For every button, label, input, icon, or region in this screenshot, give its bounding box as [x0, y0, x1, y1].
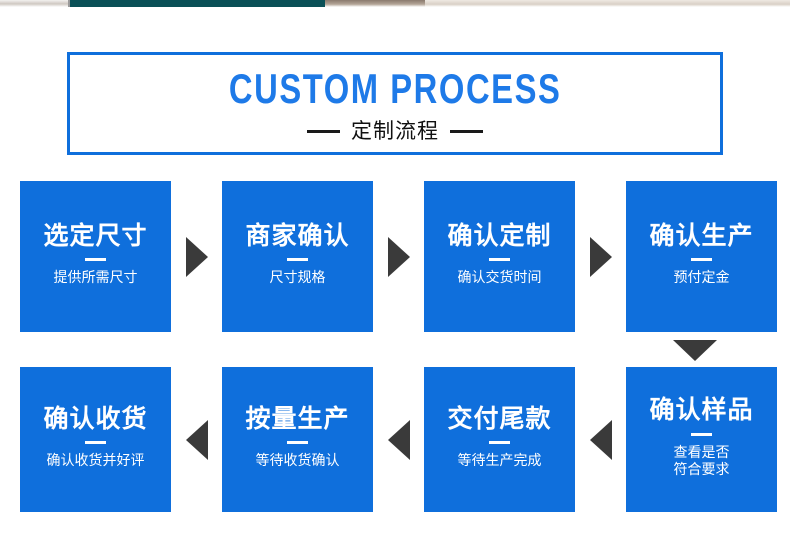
- row1-left-spacer: [0, 181, 20, 332]
- strip-segment-teal: [70, 0, 325, 7]
- page-title-english: CUSTOM PROCESS: [228, 64, 562, 112]
- process-row-1: 选定尺寸 提供所需尺寸 商家确认 尺寸规格 确认定制 确认交货时间 确认生产 预…: [0, 181, 790, 332]
- step-divider: [287, 441, 308, 445]
- arrow-gap-5: [575, 367, 626, 512]
- strip-segment-brown: [325, 0, 425, 7]
- step-description: 预付定金: [673, 270, 730, 287]
- arrow-right-icon: [185, 236, 208, 277]
- strip-segment-divider: [68, 0, 70, 7]
- step-divider: [85, 258, 106, 262]
- step-title: 商家确认: [245, 221, 350, 251]
- arrow-gap-6: [373, 367, 424, 512]
- process-step-5[interactable]: 确认样品 查看是否 符合要求: [626, 367, 777, 512]
- step-divider: [489, 441, 510, 445]
- step-title: 确认收货: [43, 404, 148, 434]
- row-connector: [619, 336, 770, 364]
- row2-left-spacer: [0, 367, 20, 512]
- process-step-2[interactable]: 商家确认 尺寸规格: [222, 181, 373, 332]
- process-step-1[interactable]: 选定尺寸 提供所需尺寸: [20, 181, 171, 332]
- step-title: 确认生产: [649, 221, 754, 251]
- step-description: 等待收货确认: [255, 453, 340, 470]
- step-description: 查看是否 符合要求: [673, 444, 730, 479]
- step-divider: [691, 258, 712, 262]
- arrow-left-icon: [387, 419, 410, 460]
- subtitle-row: 定制流程: [307, 118, 483, 143]
- arrow-gap-3: [575, 181, 626, 332]
- step-divider: [85, 441, 106, 445]
- arrow-down-icon: [672, 339, 717, 361]
- arrow-gap-2: [373, 181, 424, 332]
- process-step-3[interactable]: 确认定制 确认交货时间: [424, 181, 575, 332]
- arrow-right-icon: [589, 236, 612, 277]
- header-frame: CUSTOM PROCESS 定制流程: [67, 52, 723, 155]
- strip-segment-right: [425, 0, 790, 7]
- process-step-7[interactable]: 按量生产 等待收货确认: [222, 367, 373, 512]
- step-description: 尺寸规格: [269, 270, 326, 287]
- arrow-left-icon: [589, 419, 612, 460]
- page-title-chinese: 定制流程: [351, 118, 439, 143]
- process-step-6[interactable]: 交付尾款 等待生产完成: [424, 367, 575, 512]
- arrow-left-icon: [185, 419, 208, 460]
- step-title: 交付尾款: [447, 404, 552, 434]
- step-title: 确认样品: [649, 395, 754, 425]
- process-row-2: 确认收货 确认收货并好评 按量生产 等待收货确认 交付尾款 等待生产完成 确认样…: [0, 367, 790, 512]
- top-image-remnant-strip: [0, 0, 790, 7]
- dash-left-icon: [307, 129, 340, 133]
- step-title: 选定尺寸: [43, 221, 148, 251]
- arrow-gap-7: [171, 367, 222, 512]
- step-description: 提供所需尺寸: [53, 270, 138, 287]
- step-description: 确认收货并好评: [46, 453, 145, 470]
- process-step-4[interactable]: 确认生产 预付定金: [626, 181, 777, 332]
- strip-segment-left: [0, 0, 68, 7]
- step-divider: [287, 258, 308, 262]
- arrow-gap-1: [171, 181, 222, 332]
- arrow-right-icon: [387, 236, 410, 277]
- step-description: 确认交货时间: [457, 270, 542, 287]
- step-divider: [489, 258, 510, 262]
- process-step-8[interactable]: 确认收货 确认收货并好评: [20, 367, 171, 512]
- dash-right-icon: [450, 129, 483, 133]
- step-title: 确认定制: [447, 221, 552, 251]
- step-title: 按量生产: [245, 404, 350, 434]
- step-description: 等待生产完成: [457, 453, 542, 470]
- step-divider: [691, 432, 712, 436]
